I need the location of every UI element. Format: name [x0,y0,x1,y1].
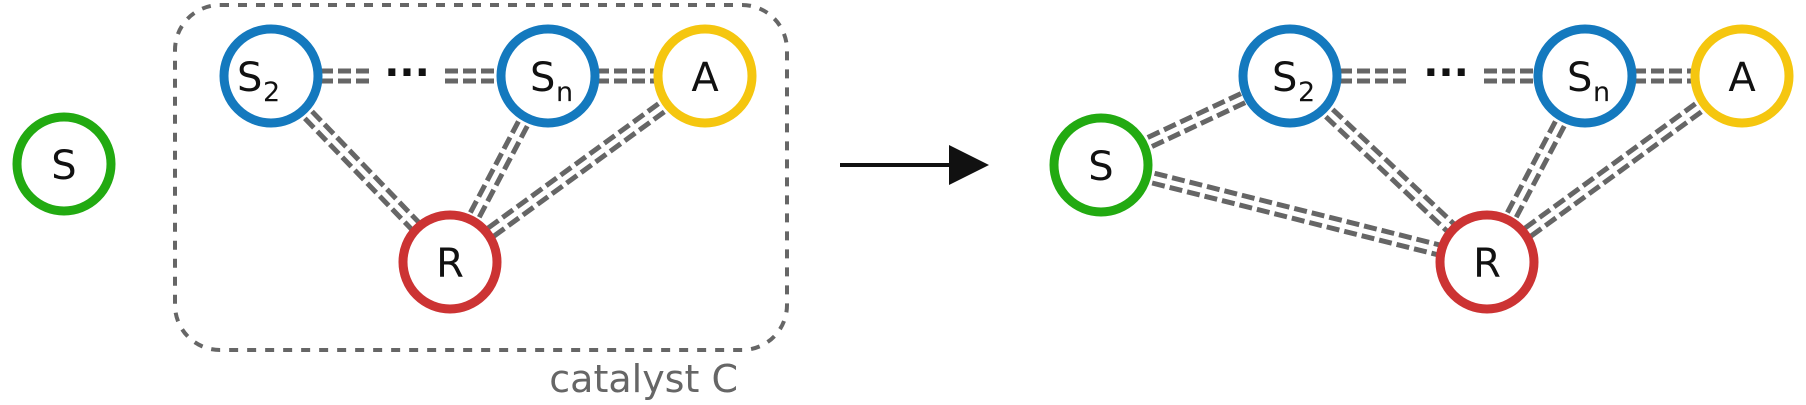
left-node-sn: S n [496,24,600,128]
left-node-s2-base: S [237,55,262,101]
right-node-s2-sub: 2 [1298,77,1315,108]
left-node-s2: S 2 [219,24,323,128]
left-ellipsis: ··· [384,50,430,96]
left-node-sn-base: S [530,55,555,101]
right-node-s-label: S [1088,144,1113,190]
right-ellipsis: ··· [1423,50,1469,96]
catalyst-label: catalyst C [549,357,738,401]
right-node-sn-sub: n [1593,77,1610,108]
left-node-r-label: R [436,241,464,287]
catalyst-box [173,3,789,352]
right-node-sn-base: S [1567,55,1592,101]
left-node-r: R [398,210,502,314]
left-node-sn-sub: n [556,77,573,108]
right-node-a-label: A [1728,55,1756,101]
left-node-s-label: S [51,143,76,189]
right-node-r-label: R [1473,241,1501,287]
right-node-sn: S n [1533,24,1637,128]
left-node-s2-sub: 2 [263,77,280,108]
right-node-s2-base: S [1272,55,1297,101]
right-node-s: S [1049,113,1153,217]
right-node-s2: S 2 [1238,24,1342,128]
left-node-a: A [653,24,757,128]
edge-right-s-r [1101,157,1489,260]
right-node-a: A [1690,24,1794,128]
edge-right-a-r [1488,78,1747,269]
left-node-a-label: A [691,55,719,101]
edge-right-s-r [1099,167,1487,270]
edge-right-a-r [1482,69,1741,260]
edge-left-a-r [451,78,710,269]
left-node-s: S [12,112,116,216]
edge-left-a-r [445,69,704,260]
right-node-r: R [1435,210,1539,314]
